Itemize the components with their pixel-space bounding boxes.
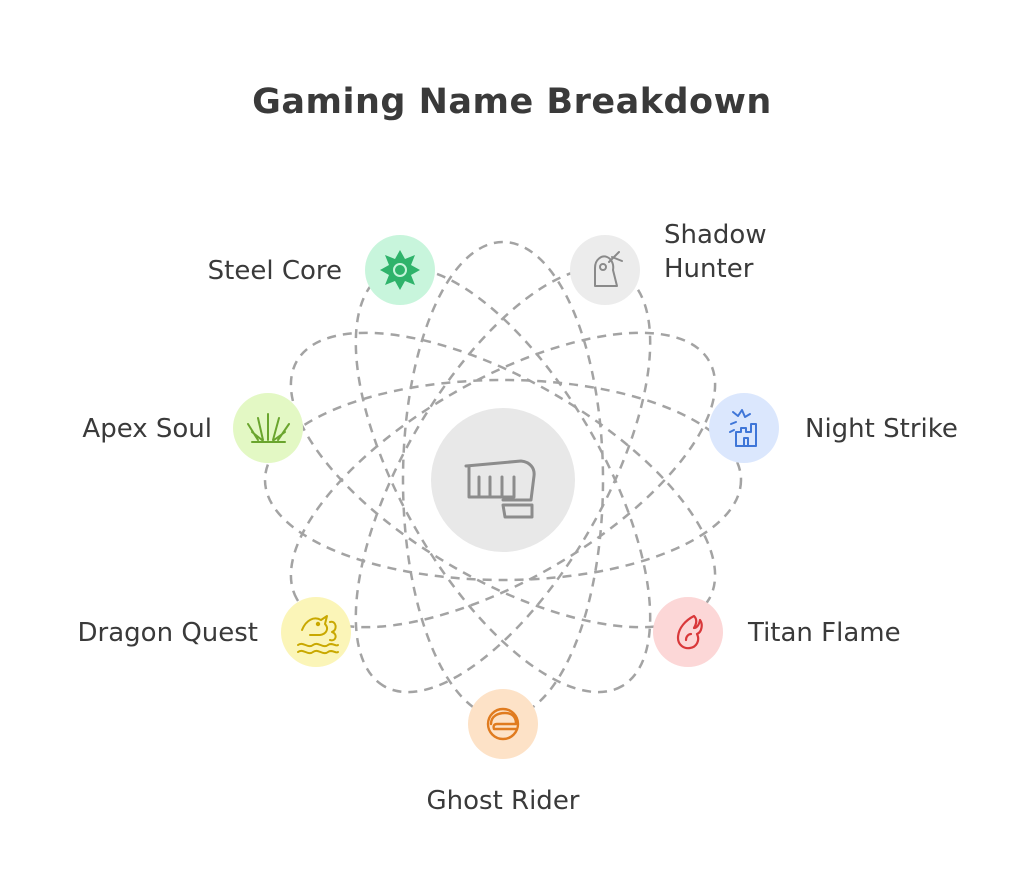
gear-badge-icon [380, 250, 420, 290]
label-titan-flame: Titan Flame [748, 618, 901, 648]
label-shadow-hunter-line1: Shadow [664, 220, 767, 250]
orbit-ellipse-6 [289, 331, 717, 629]
label-steel-core: Steel Core [207, 256, 342, 286]
orbit-ellipse-3 [354, 266, 652, 694]
page-title: Gaming Name Breakdown [252, 82, 772, 122]
label-apex-soul: Apex Soul [82, 414, 212, 444]
label-night-strike: Night Strike [805, 414, 958, 444]
ghost-rider-node [468, 689, 538, 759]
orbit-ellipse-2 [289, 331, 717, 629]
bat-castle-icon [729, 409, 757, 447]
helmet-icon [486, 707, 520, 741]
orbit-ellipse-5 [354, 266, 652, 694]
orbit-ellipse-1 [263, 378, 743, 582]
center-node [431, 408, 575, 552]
shadow-hunter-node [570, 235, 640, 305]
label-dragon-quest: Dragon Quest [77, 618, 258, 648]
fireball-icon [676, 614, 703, 650]
hooded-figure-icon [594, 251, 623, 287]
label-shadow-hunter-line2: Hunter [664, 254, 754, 284]
steel-core-node [365, 235, 435, 305]
dragon-quest-node [281, 597, 351, 667]
titan-flame-node [653, 597, 723, 667]
label-shadow-hunter: Shadow Hunter [664, 218, 767, 286]
grass-tuft-icon [247, 413, 290, 443]
fist-icon [464, 459, 536, 519]
night-strike-node [709, 393, 779, 463]
apex-soul-node [233, 393, 303, 463]
label-ghost-rider: Ghost Rider [426, 786, 580, 816]
dragon-waves-icon [297, 615, 339, 655]
